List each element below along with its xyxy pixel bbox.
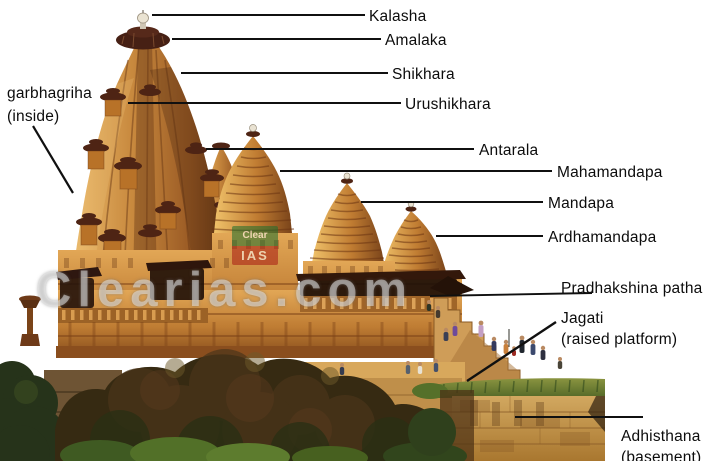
watermark-badge-top: Clear	[232, 226, 278, 246]
watermark-logo-badge: Clear IAS	[232, 226, 278, 265]
foreground-trees	[0, 349, 467, 461]
label-adhisthana: Adhisthana (basement)	[621, 426, 701, 461]
label-urushikhara: Urushikhara	[405, 96, 491, 113]
label-garbhagriha-sub: (inside)	[7, 108, 60, 125]
watermark-badge-bottom: IAS	[232, 246, 278, 265]
label-shikhara: Shikhara	[392, 66, 455, 83]
label-adhisthana-sub: (basement)	[621, 449, 702, 461]
label-garbhagriha: garbhagriha (inside)	[7, 82, 92, 128]
label-jagati-title: Jagati	[561, 310, 604, 327]
kalasha-finial	[137, 10, 149, 29]
label-antarala: Antarala	[479, 142, 539, 159]
label-garbhagriha-title: garbhagriha	[7, 85, 92, 102]
label-pradhakshina-patha: Pradhakshina patha	[561, 280, 703, 297]
mahamandapa-roof	[211, 124, 295, 233]
amalaka-disc	[116, 26, 170, 50]
label-jagati-sub: (raised platform)	[561, 331, 678, 348]
label-jagati: Jagati (raised platform)	[561, 308, 677, 350]
visitors	[339, 300, 563, 375]
mandapa-roof	[309, 172, 385, 263]
temple-wall	[56, 233, 474, 358]
label-ardhamandapa: Ardhamandapa	[548, 229, 657, 246]
lamp-pillar	[19, 295, 41, 346]
label-kalasha: Kalasha	[369, 8, 427, 25]
label-amalaka: Amalaka	[385, 32, 447, 49]
label-mahamandapa: Mahamandapa	[557, 164, 663, 181]
label-adhisthana-title: Adhisthana	[621, 428, 701, 445]
label-mandapa: Mandapa	[548, 195, 615, 212]
